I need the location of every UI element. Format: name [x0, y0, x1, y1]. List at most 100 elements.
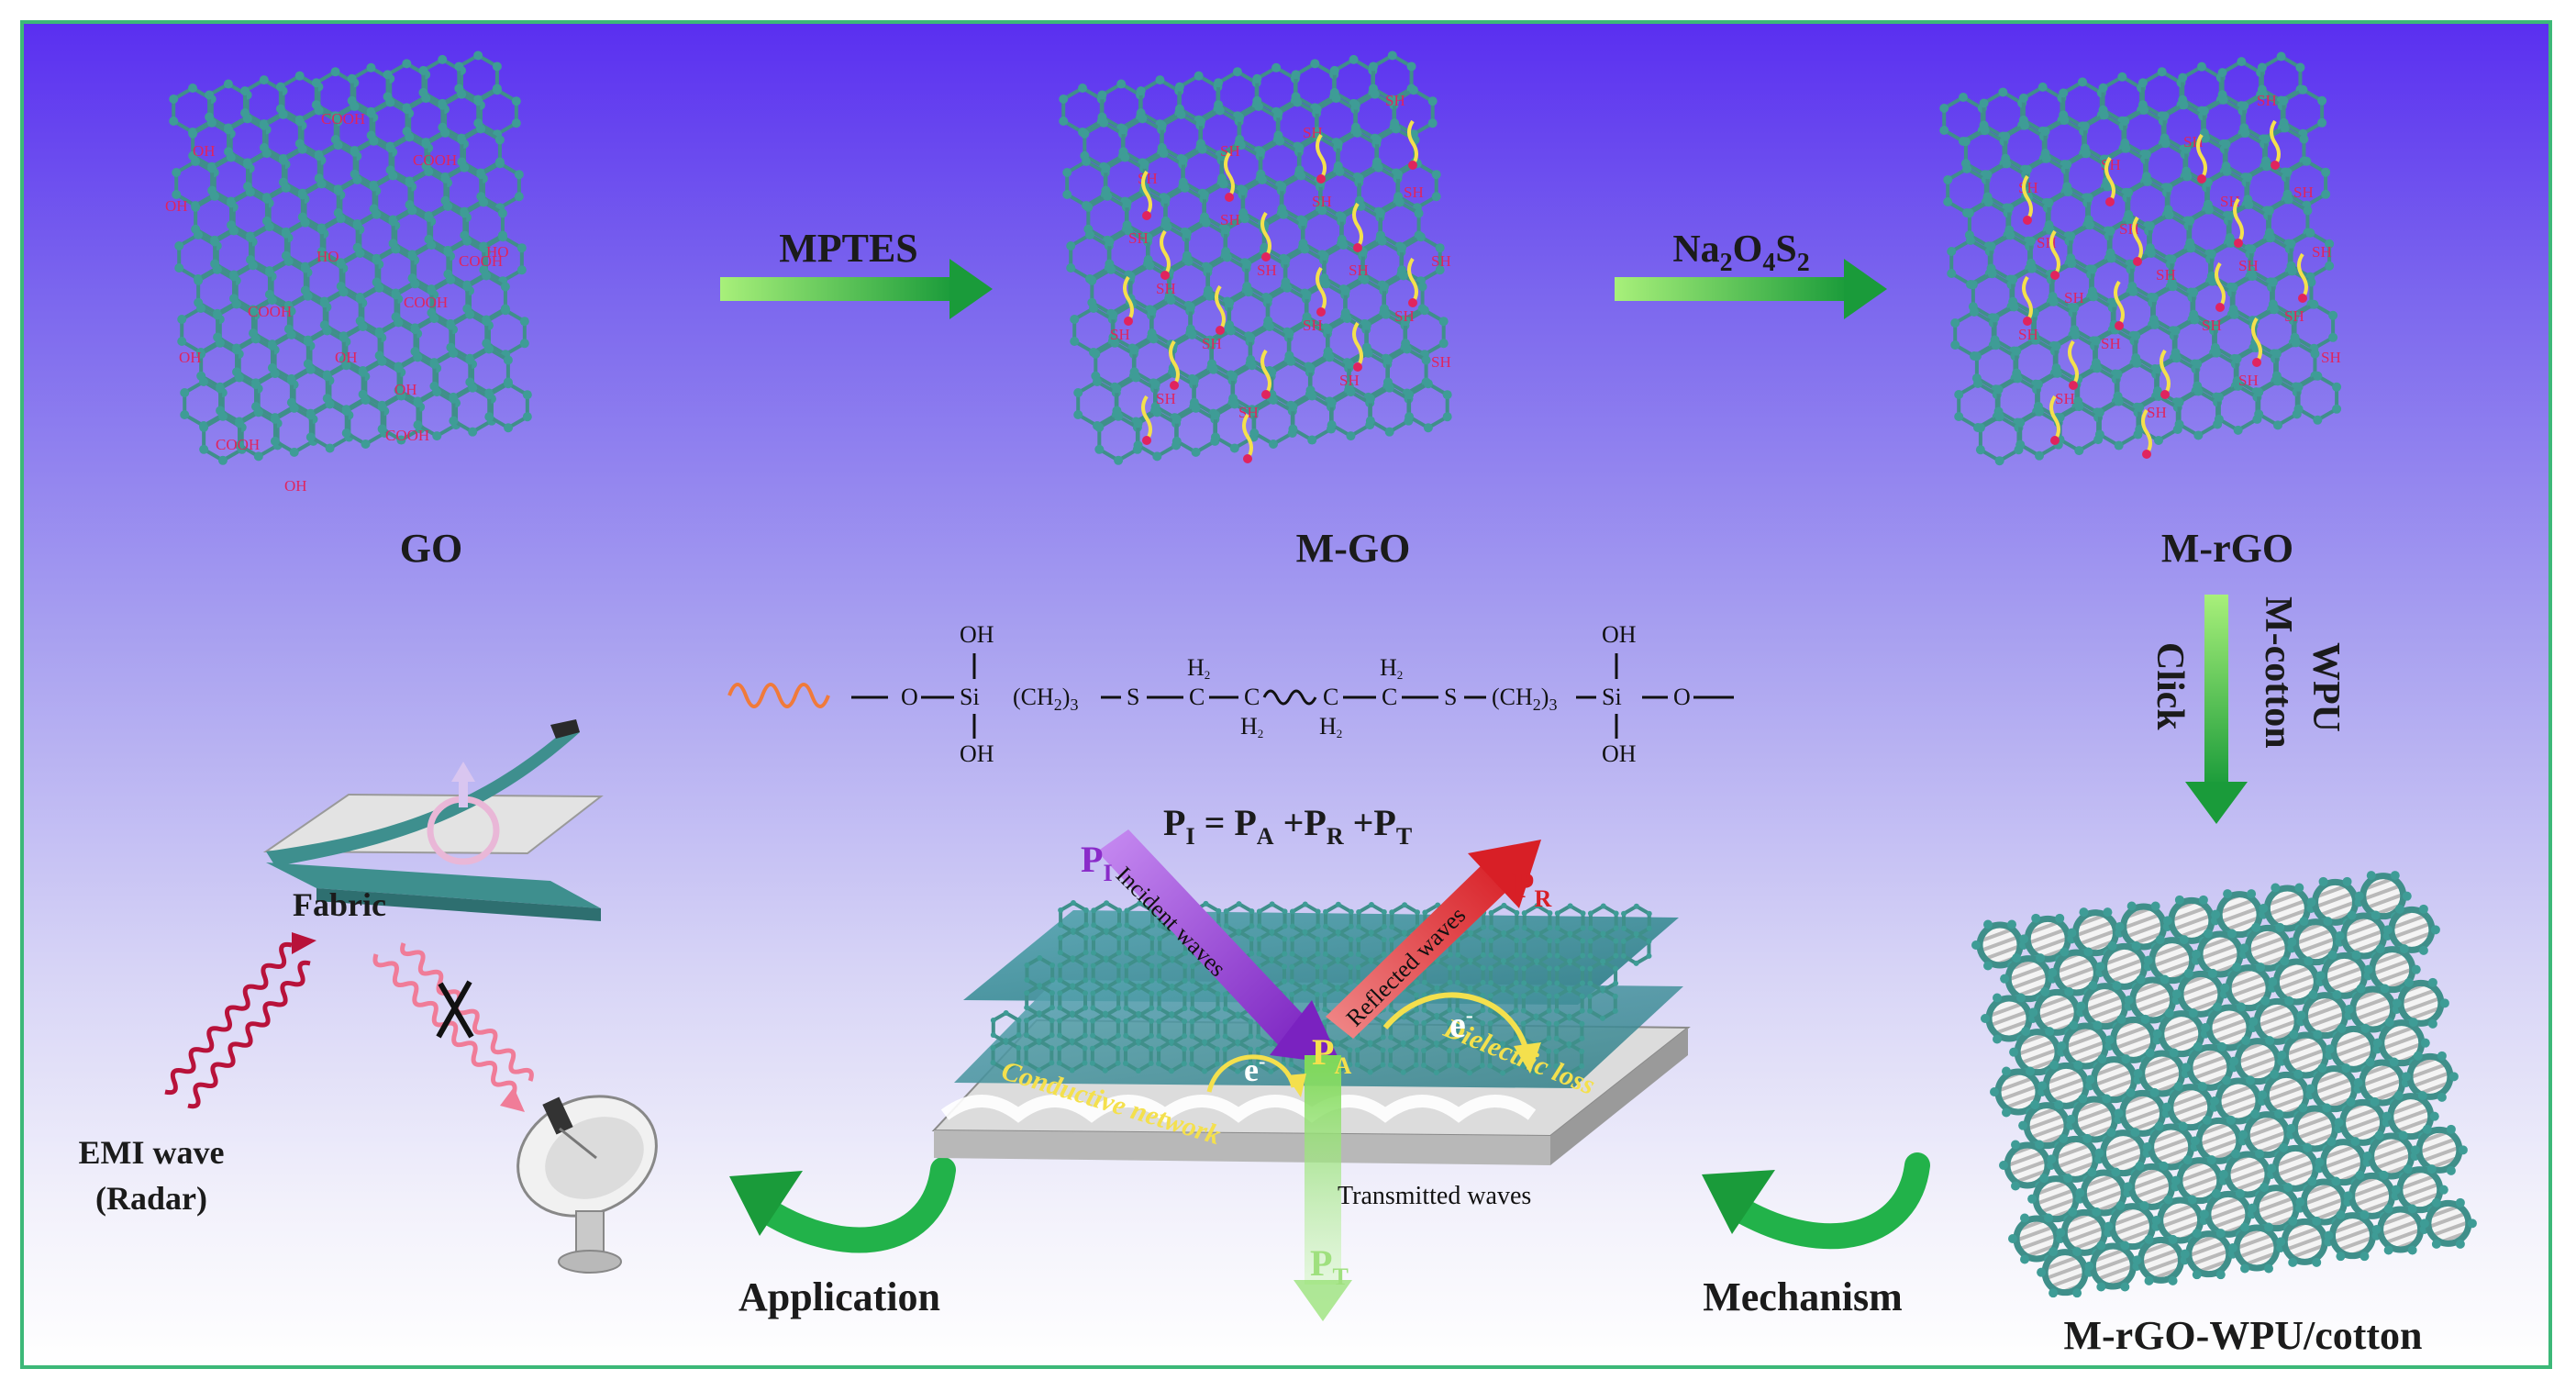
incident-beam [1097, 829, 1341, 1064]
go-sheet-atom [482, 317, 492, 327]
go-sheet-atom [199, 422, 209, 432]
mechanism-lattice-atom [1521, 925, 1527, 931]
mechanism-lattice-atom [1348, 979, 1354, 985]
final-fabric-atom [2241, 1036, 2251, 1046]
final-fabric-atom [2049, 1060, 2060, 1070]
mgo-sheet-atom [1371, 135, 1382, 145]
mgo-sheet-atom [1397, 243, 1407, 253]
mgo-sheet-atom [1254, 102, 1263, 111]
mechanism-lattice-atom [1090, 1018, 1096, 1024]
go-sheet-atom [501, 306, 511, 316]
go-sheet-atom [462, 236, 472, 246]
go-sheet-atom [311, 78, 321, 88]
go-sheet-atom [341, 428, 351, 438]
final-fabric-atom [2383, 1204, 2393, 1214]
go-sheet-atom [377, 402, 387, 412]
mechanism-lattice-atom [1123, 977, 1129, 984]
mechanism-lattice-atom [1454, 1020, 1460, 1027]
final-fabric-atom [2207, 968, 2217, 978]
mgo-sheet-atom [1160, 194, 1171, 204]
go-sheet-atom [372, 255, 382, 265]
go-group-label: HO [316, 248, 339, 265]
mrgo-sheet-atom [2105, 226, 2115, 236]
final-fabric-atom [2382, 1111, 2392, 1121]
final-fabric-atom [2362, 1152, 2372, 1161]
mechanism-lattice-atom [1613, 980, 1619, 986]
go-sheet-atom [217, 455, 228, 465]
struct-chain [1262, 689, 1317, 706]
final-fabric-atom [2021, 1027, 2031, 1037]
mrgo-sheet-atom [2121, 143, 2131, 153]
final-fabric-atom [2079, 907, 2089, 918]
final-fabric-atom [2171, 989, 2182, 999]
final-fabric-atom [2363, 964, 2373, 974]
mechanism-lattice-atom [1215, 991, 1221, 997]
mgo-group-label: SH [1312, 193, 1332, 210]
go-sheet-atom [413, 420, 423, 430]
mgo-sheet-atom [1118, 125, 1128, 135]
mechanism-lattice-atom [1149, 935, 1155, 941]
final-fabric-atom [2037, 1267, 2047, 1277]
mechanism-lattice-atom [1513, 980, 1519, 986]
mrgo-sheet-atom [2022, 164, 2032, 174]
final-label: M-rGO-WPU/cotton [2064, 1313, 2423, 1358]
go-sheet-atom [407, 206, 417, 216]
mrgo-sheet-atom [1975, 423, 1985, 433]
mechanism-lattice-atom [1566, 1013, 1572, 1019]
final-fabric-atom [2197, 1082, 2207, 1092]
mechanism-lattice-atom [1421, 1019, 1427, 1026]
mechanism-lattice-atom [1322, 1007, 1328, 1013]
mrgo-sheet-atom [2193, 359, 2203, 369]
mrgo-sheet-atom [1994, 412, 2004, 422]
mrgo-sheet-atom [2078, 77, 2087, 87]
mechanism-lattice-atom [1202, 1039, 1208, 1045]
go-sheet-atom [248, 306, 258, 317]
mechanism-lattice-atom [1547, 952, 1553, 959]
mechanism-lattice-atom [1546, 1048, 1552, 1054]
mrgo-sheet-atom [1959, 93, 1968, 102]
mrgo-sheet-atom [2217, 68, 2227, 78]
mechanism-lattice-atom [1116, 935, 1122, 941]
mrgo-group-label: SH [2018, 179, 2038, 196]
mgo-tether-node [1353, 243, 1362, 252]
final-fabric-atom [2056, 1228, 2066, 1238]
mgo-group-label: SH [1156, 280, 1176, 297]
struct-o-left: O [901, 684, 918, 710]
mgo-tether [1242, 413, 1253, 461]
mgo-sheet-atom [1205, 291, 1215, 301]
mechanism-lattice-atom [1116, 907, 1122, 914]
mechanism-lattice-atom [1348, 908, 1354, 915]
final-fabric-atom [2045, 1027, 2055, 1037]
mrgo-sheet-atom [2080, 121, 2090, 131]
mechanism-lattice-atom [1156, 977, 1162, 984]
mgo-sheet-atom [1152, 407, 1162, 417]
mechanism-lattice-atom [1553, 1048, 1560, 1054]
mechanism-lattice-atom [1547, 938, 1553, 944]
final-fabric-atom [1971, 940, 1981, 950]
mechanism-lattice-atom [1579, 1035, 1585, 1041]
final-fabric-atom [2354, 891, 2364, 901]
mgo-sheet-atom [1329, 65, 1339, 75]
mrgo-sheet-atom [2254, 409, 2264, 419]
final-fabric-atom [2305, 1084, 2315, 1094]
mgo-sheet-atom [1133, 418, 1143, 428]
mechanism-lattice-atom [1547, 910, 1553, 917]
mrgo-sheet-atom [2167, 254, 2177, 264]
mechanism-lattice-atom [1454, 1035, 1460, 1041]
final-fabric-atom [2312, 1216, 2322, 1226]
mechanism-lattice-atom [1520, 1020, 1527, 1027]
mgo-sheet-atom [1342, 314, 1352, 324]
mgo-sheet-atom [1210, 432, 1220, 442]
final-fabric-atom [2069, 1020, 2079, 1030]
final-fabric-ring [2397, 979, 2445, 1027]
final-fabric-atom [2036, 953, 2046, 963]
go-sheet-atom [303, 337, 313, 347]
mgo-tether-node [1261, 390, 1271, 399]
mechanism-lattice-atom [1487, 1048, 1493, 1054]
go-sheet-atom [511, 96, 521, 106]
final-fabric-atom [2418, 945, 2428, 955]
mechanism-lattice-atom [1289, 908, 1295, 915]
mrgo-sheet-atom [1991, 340, 2001, 351]
mechanism-lattice-atom [1315, 951, 1321, 957]
mgo-sheet-atom [1288, 424, 1298, 434]
